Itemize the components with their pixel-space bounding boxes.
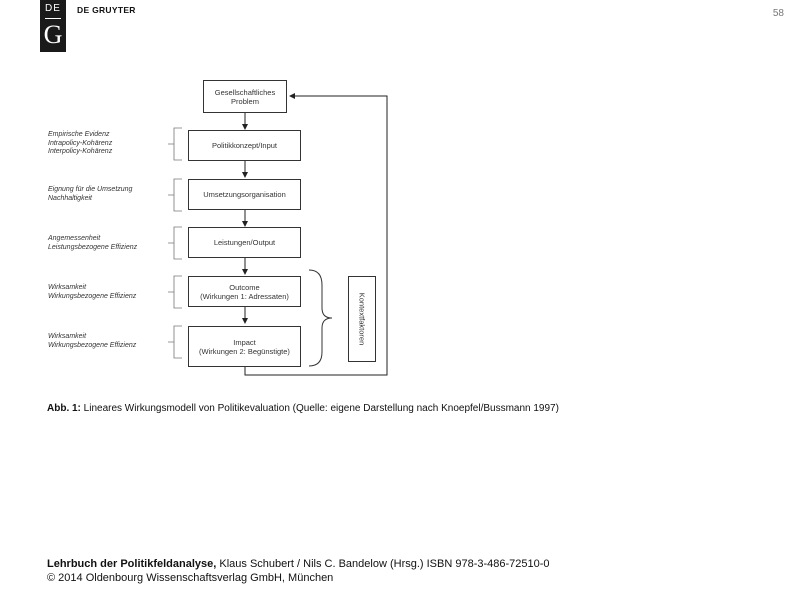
box-organisation: Umsetzungsorganisation	[188, 179, 301, 210]
box-problem: Gesellschaftliches Problem	[203, 80, 287, 113]
box-output-line1: Leistungen/Output	[213, 238, 276, 247]
bracket-5	[168, 325, 182, 359]
box-output: Leistungen/Output	[188, 227, 301, 258]
criteria-label-3: Angemessenheit Leistungsbezogene Effizie…	[48, 235, 137, 252]
caption-label: Abb. 1:	[47, 403, 81, 414]
logo-bottom-text: G	[43, 20, 63, 49]
logo-top-text: DE	[45, 3, 61, 14]
footer-line1-rest: Klaus Schubert / Nils C. Bandelow (Hrsg.…	[216, 558, 550, 570]
box-outcome-line2: (Wirkungen 1: Adressaten)	[200, 291, 289, 301]
box-impact-line2: (Wirkungen 2: Begünstigte)	[199, 346, 290, 356]
box-input-line1: Politikkonzept/Input	[211, 141, 278, 150]
bracket-4	[168, 275, 182, 309]
criteria-label-2: Eignung für die Umsetzung Nachhaltigkeit	[48, 186, 132, 203]
criteria-5-line1: Wirksamkeit	[48, 333, 87, 340]
criteria-1-line1: Empirische Evidenz	[48, 131, 110, 138]
criteria-2-line1: Eignung für die Umsetzung	[48, 186, 133, 193]
box-impact: Impact (Wirkungen 2: Begünstigte)	[188, 326, 301, 367]
feedback-loop	[244, 93, 388, 376]
criteria-1-line2: Intrapolicy-Kohärenz	[48, 139, 113, 147]
box-problem-line2: Problem	[231, 96, 259, 106]
criteria-2-line2: Nachhaltigkeit	[48, 194, 92, 202]
de-gruyter-logo: DE G	[40, 0, 66, 52]
criteria-label-1: Empirische Evidenz Intrapolicy-Kohärenz …	[48, 131, 112, 157]
footer-line2: © 2014 Oldenbourg Wissenschaftsverlag Gm…	[47, 572, 334, 584]
book-footer: Lehrbuch der Politikfeldanalyse, Klaus S…	[47, 557, 550, 585]
criteria-3-line1: Angemessenheit	[48, 235, 101, 242]
criteria-3-line2: Leistungsbezogene Effizienz	[48, 243, 138, 251]
logo-divider	[45, 18, 61, 19]
criteria-label-4: Wirksamkeit Wirkungsbezogene Effizienz	[48, 284, 136, 301]
bracket-1	[168, 127, 182, 161]
bracket-3	[168, 226, 182, 260]
context-factors-label: Kontextfaktoren	[357, 292, 367, 346]
context-factors-box: Kontextfaktoren	[348, 276, 376, 362]
figure-caption: Abb. 1: Lineares Wirkungsmodell von Poli…	[47, 403, 559, 414]
publisher-name: DE GRUYTER	[77, 5, 136, 15]
diagram-connectors	[168, 93, 388, 376]
footer-book-title: Lehrbuch der Politikfeldanalyse,	[47, 558, 217, 570]
criteria-label-5: Wirksamkeit Wirkungsbezogene Effizienz	[48, 333, 136, 350]
context-brace	[308, 269, 333, 367]
criteria-5-line2: Wirkungsbezogene Effizienz	[48, 341, 137, 349]
criteria-4-line1: Wirksamkeit	[48, 284, 87, 291]
box-organisation-line1: Umsetzungsorganisation	[203, 190, 286, 199]
box-impact-line1: Impact	[233, 337, 256, 347]
box-problem-line1: Gesellschaftliches	[214, 87, 276, 97]
criteria-4-line2: Wirkungsbezogene Effizienz	[48, 292, 137, 300]
box-input: Politikkonzept/Input	[188, 130, 301, 161]
footer-line1: Lehrbuch der Politikfeldanalyse, Klaus S…	[47, 557, 550, 571]
box-outcome-line1: Outcome	[229, 282, 260, 292]
box-outcome: Outcome (Wirkungen 1: Adressaten)	[188, 276, 301, 307]
page-number: 58	[772, 8, 784, 19]
caption-text: Lineares Wirkungsmodell von Politikevalu…	[80, 403, 559, 414]
bracket-2	[168, 178, 182, 212]
criteria-1-line3: Interpolicy-Kohärenz	[48, 148, 113, 155]
